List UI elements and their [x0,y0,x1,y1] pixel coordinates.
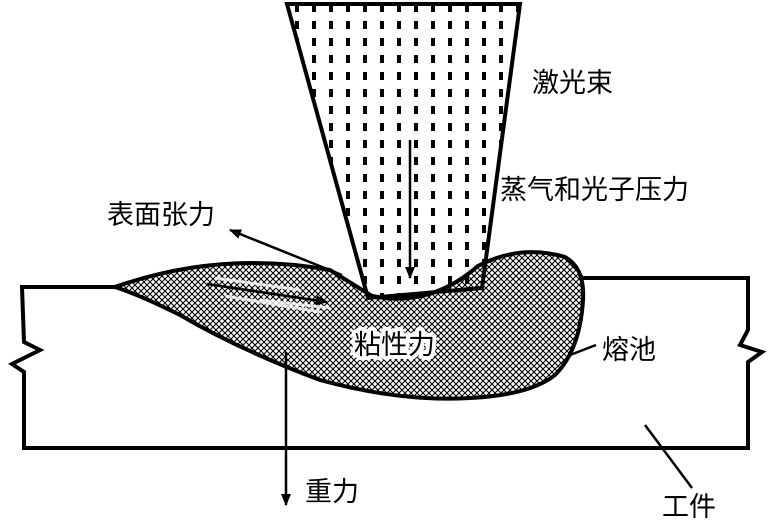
laser-beam [284,1,523,301]
gravity-label: 重力 [305,477,359,508]
surface-tension-label: 表面张力 [107,200,215,231]
workpiece-leader [643,424,694,489]
molten-pool-label: 熔池 [602,335,656,366]
workpiece-label: 工件 [662,492,716,521]
viscous-force-arrow [206,282,328,306]
vapor-photon-pressure-label: 蒸气和光子压力 [500,175,689,206]
molten-pool-leader [569,343,597,357]
laser-beam-label: 激光束 [532,68,613,99]
flow-streak [214,276,331,314]
viscous-force-label: 粘性力 [354,330,435,361]
surface-tension-arrow [229,228,343,277]
